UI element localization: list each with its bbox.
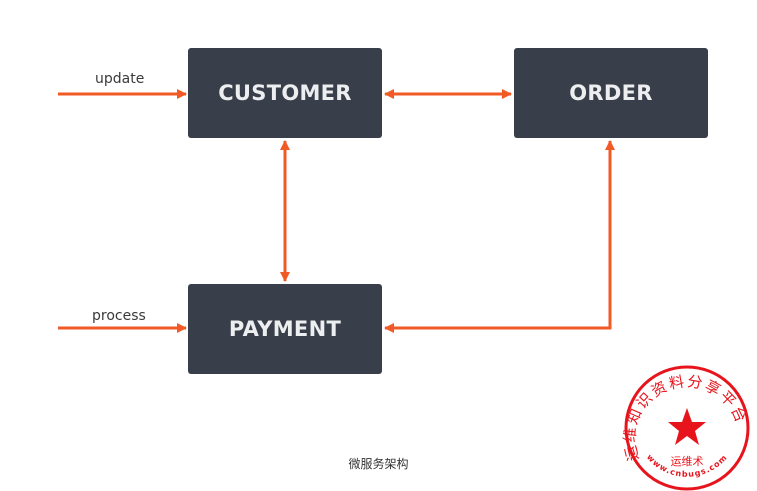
figure-caption: 微服务架构 (348, 457, 409, 471)
payment-label: PAYMENT (228, 317, 342, 341)
customer-node: CUSTOMER (188, 48, 382, 138)
order-label: ORDER (569, 81, 653, 105)
star-icon (668, 408, 706, 445)
stamp-center-text: 运维术 (671, 455, 704, 468)
order-node: ORDER (514, 48, 708, 138)
payment-node: PAYMENT (188, 284, 382, 374)
payment-order-arrow (384, 140, 615, 333)
customer-label: CUSTOMER (218, 81, 352, 105)
update-label: update (95, 71, 145, 87)
process-label: process (92, 308, 146, 324)
